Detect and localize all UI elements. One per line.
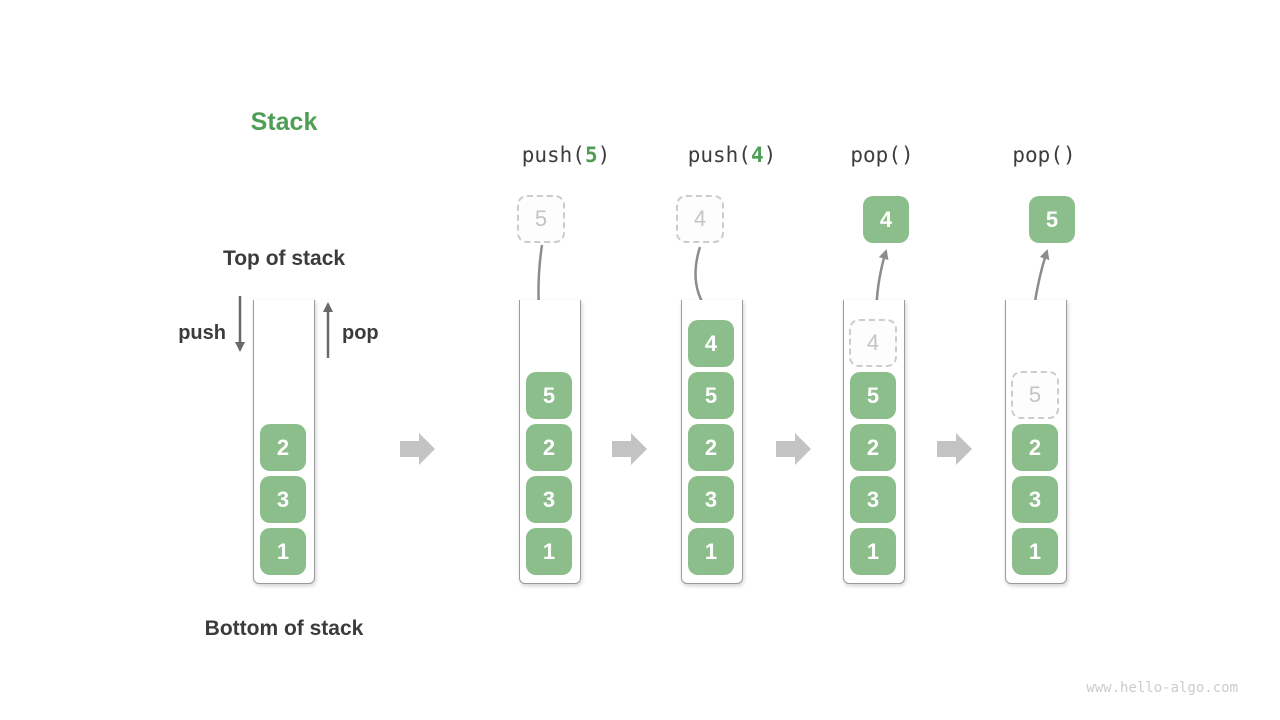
- stack-block: 1: [260, 528, 306, 575]
- stack-block: 1: [526, 528, 572, 575]
- op-prefix: pop(): [850, 143, 914, 167]
- incoming-value-box: 5: [517, 195, 565, 243]
- op-arg: 4: [750, 143, 764, 167]
- stack-block: 3: [850, 476, 896, 523]
- stack-block: 3: [1012, 476, 1058, 523]
- pop-up-arrow-icon: [323, 302, 333, 358]
- op-label-push4: push(4): [688, 143, 777, 167]
- op-label-push5: push(5): [522, 143, 611, 167]
- incoming-value-box: 4: [676, 195, 724, 243]
- op-suffix: ): [763, 143, 777, 167]
- op-prefix: push(: [687, 143, 751, 167]
- popped-value-box: 4: [863, 196, 909, 243]
- stack-block: 2: [850, 424, 896, 471]
- transition-right-arrow-icon: [937, 433, 972, 465]
- bottom-of-stack-label: Bottom of stack: [204, 617, 364, 640]
- stack-block: 1: [1012, 528, 1058, 575]
- stack-block-popped: 4: [849, 319, 897, 367]
- push-label: push: [178, 322, 226, 344]
- stack-block: 4: [688, 320, 734, 367]
- stack-block: 1: [850, 528, 896, 575]
- watermark: www.hello-algo.com: [1086, 680, 1238, 696]
- stack-container-push4: 4 5 2 3 1: [681, 300, 743, 584]
- stack-container-pop1: 4 5 2 3 1: [843, 300, 905, 584]
- stack-container-push5: 5 2 3 1: [519, 300, 581, 584]
- op-prefix: pop(): [1012, 143, 1076, 167]
- stack-block: 1: [688, 528, 734, 575]
- op-prefix: push(: [521, 143, 585, 167]
- popped-value-box: 5: [1029, 196, 1075, 243]
- stack-block: 2: [526, 424, 572, 471]
- top-of-stack-label: Top of stack: [222, 247, 346, 270]
- stack-container-initial: 2 3 1: [253, 300, 315, 584]
- stack-block: 5: [850, 372, 896, 419]
- stack-block: 5: [526, 372, 572, 419]
- diagram-title: Stack: [250, 108, 318, 136]
- transition-right-arrow-icon: [612, 433, 647, 465]
- stack-container-pop2: 5 2 3 1: [1005, 300, 1067, 584]
- op-label-pop2: pop(): [1012, 143, 1075, 167]
- op-suffix: ): [597, 143, 611, 167]
- stack-block: 3: [526, 476, 572, 523]
- op-arg: 5: [584, 143, 598, 167]
- stack-block: 3: [688, 476, 734, 523]
- pop-label: pop: [342, 322, 379, 344]
- stack-block-popped: 5: [1011, 371, 1059, 419]
- transition-right-arrow-icon: [776, 433, 811, 465]
- stack-block: 2: [260, 424, 306, 471]
- stack-block: 2: [1012, 424, 1058, 471]
- op-label-pop1: pop(): [850, 143, 913, 167]
- transition-right-arrow-icon: [400, 433, 435, 465]
- stack-block: 2: [688, 424, 734, 471]
- push-down-arrow-icon: [235, 296, 245, 352]
- stack-block: 5: [688, 372, 734, 419]
- stack-block: 3: [260, 476, 306, 523]
